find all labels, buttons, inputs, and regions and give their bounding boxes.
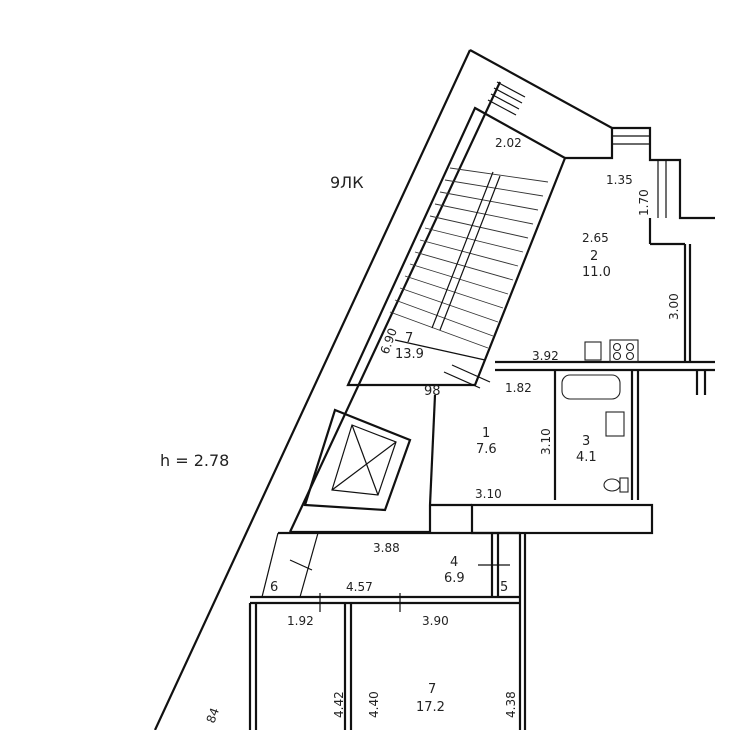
room-7b-dim-3-90: 3.90 bbox=[422, 614, 449, 628]
diagonal-outer-wall bbox=[154, 49, 613, 730]
room-5-number: 5 bbox=[500, 580, 508, 595]
lower-walls bbox=[248, 531, 527, 730]
room-7b-area: 17.2 bbox=[416, 700, 445, 715]
room-7b-dim-4-40: 4.40 bbox=[367, 691, 381, 718]
room-2-area: 11.0 bbox=[582, 265, 611, 280]
room-1-area: 7.6 bbox=[476, 442, 497, 457]
elevator-shaft bbox=[303, 408, 412, 512]
dim-1-92: 1.92 bbox=[287, 614, 314, 628]
bathroom-fixtures bbox=[561, 374, 629, 493]
stair-room-area: 13.9 bbox=[395, 347, 424, 362]
room-3-number: 3 bbox=[582, 434, 590, 449]
room-2-dim-1-35: 1.35 bbox=[606, 173, 633, 187]
room-4-number: 4 bbox=[450, 555, 458, 570]
stair-landing-width: 2.02 bbox=[495, 136, 522, 150]
room-1-dim-3-10-v: 3.10 bbox=[539, 428, 553, 455]
room-2-dim-2-65: 2.65 bbox=[582, 231, 609, 245]
room-4-dim-3-88: 3.88 bbox=[373, 541, 400, 555]
room-2-dim-1-70: 1.70 bbox=[637, 189, 651, 216]
room-6-number: 6 bbox=[270, 580, 278, 595]
outside-label: 9ЛК bbox=[330, 173, 364, 192]
stair-room-number: 7 bbox=[405, 331, 413, 346]
room-2-dim-3-92: 3.92 bbox=[532, 349, 559, 363]
dim-84: 84 bbox=[204, 706, 222, 725]
room-2-dim-3-00: 3.00 bbox=[667, 293, 681, 320]
room-3-area: 4.1 bbox=[576, 450, 597, 465]
dim-4-42: 4.42 bbox=[332, 691, 346, 718]
room-2-number: 2 bbox=[590, 249, 598, 264]
kitchen-fixtures bbox=[584, 339, 639, 363]
apartment-walls bbox=[428, 126, 715, 535]
room-1-number: 1 bbox=[482, 426, 490, 441]
room-4-dim-4-57: 4.57 bbox=[346, 580, 373, 594]
stair-top-window bbox=[487, 81, 526, 116]
ceiling-height-note: h = 2.78 bbox=[160, 451, 229, 470]
room-1-dim-1-82: 1.82 bbox=[505, 381, 532, 395]
stair-treads bbox=[389, 167, 549, 349]
room-7b-number: 7 bbox=[428, 682, 436, 697]
room-4-area: 6.9 bbox=[444, 571, 465, 586]
room-1-dim-3-10-h: 3.10 bbox=[475, 487, 502, 501]
room-7b-dim-4-38: 4.38 bbox=[504, 691, 518, 718]
stair-well bbox=[346, 106, 567, 387]
stair-door-number: 98 bbox=[424, 384, 441, 399]
